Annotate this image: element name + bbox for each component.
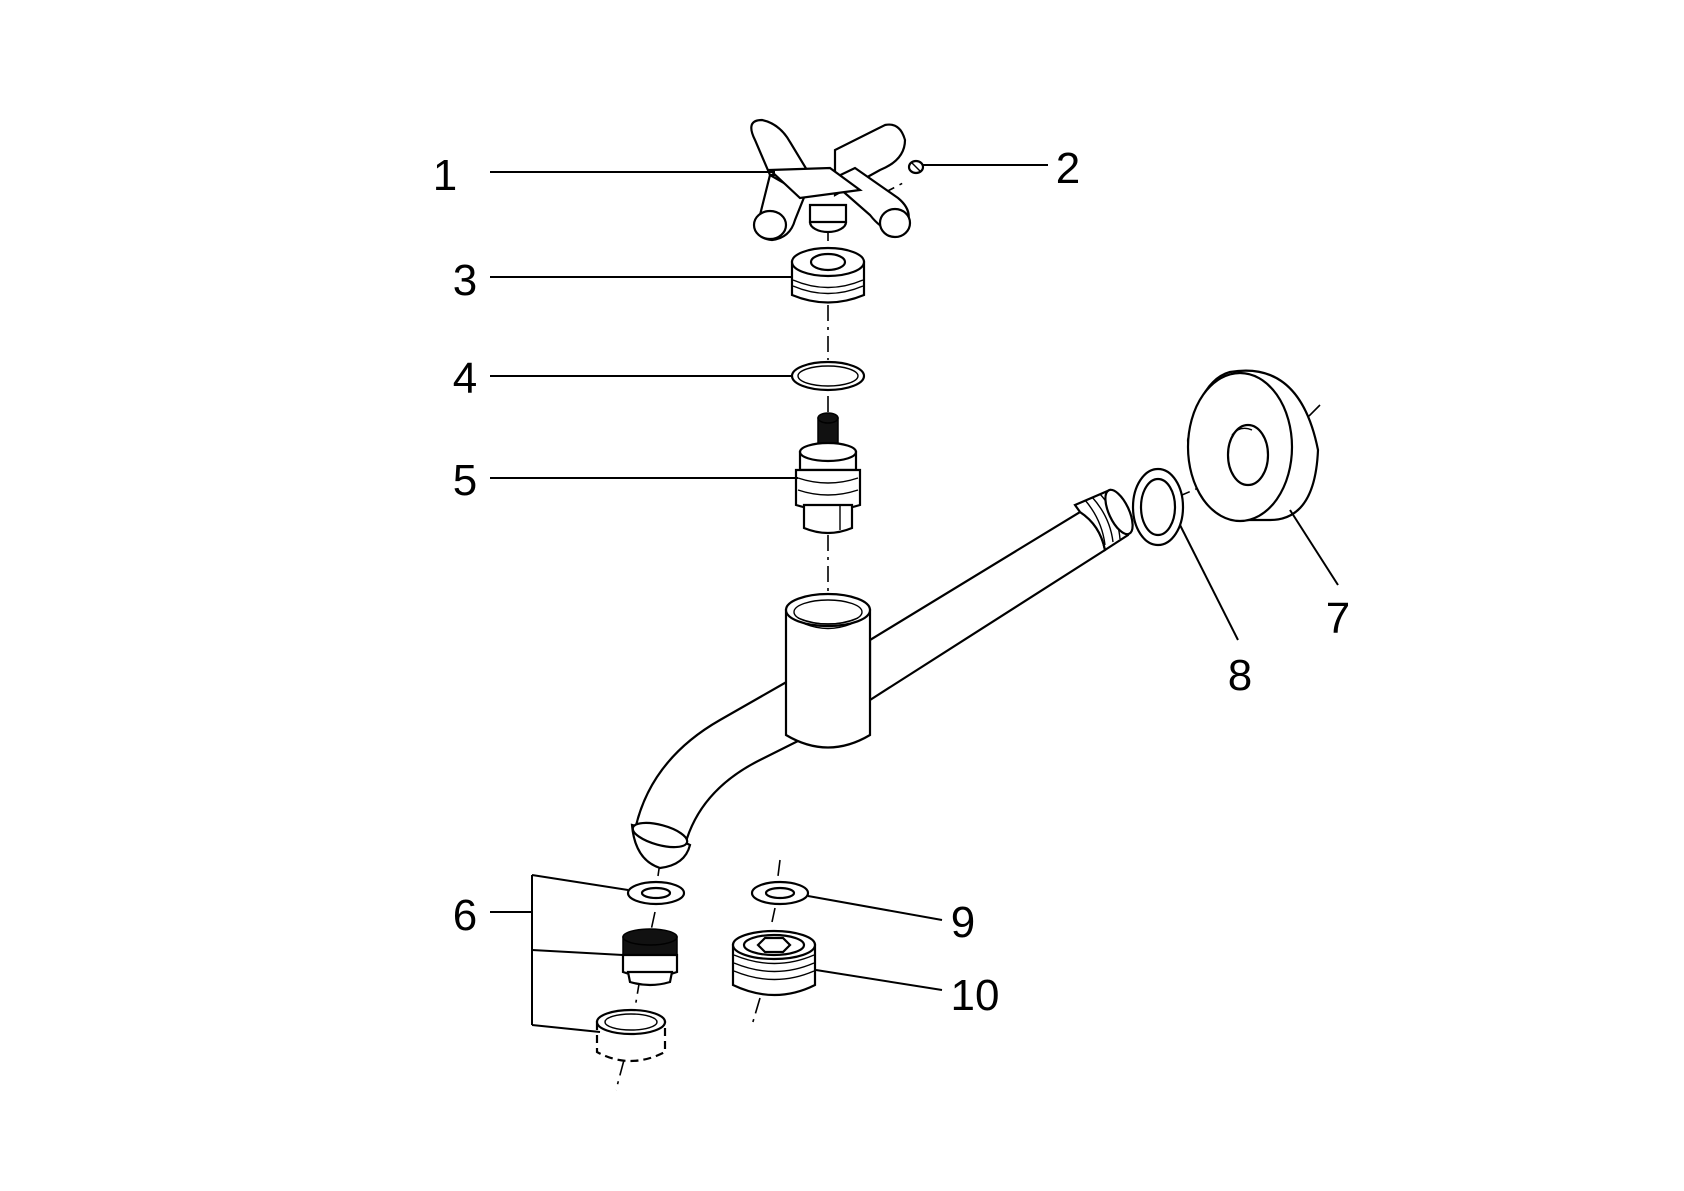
callout-label-9: 9 (951, 898, 975, 947)
callout-label-7: 7 (1326, 594, 1350, 643)
callout-label-6: 6 (453, 891, 477, 940)
callout-label-10: 10 (951, 971, 1000, 1020)
cross-handle-part (750, 118, 912, 242)
grub-screw-part (907, 159, 925, 175)
valve-cartridge-part (794, 412, 862, 535)
faucet-body-part (630, 488, 1134, 870)
leader-lines (490, 164, 1339, 1033)
callout-label-3: 3 (453, 256, 477, 305)
flange-washer-part (1131, 467, 1185, 547)
wall-flange-part (1186, 369, 1320, 523)
hose-adapter-part (731, 929, 817, 997)
callout-label-1: 1 (433, 151, 457, 200)
callout-label-4: 4 (453, 354, 477, 403)
o-ring-part (790, 360, 866, 392)
aerator-set-part (595, 880, 686, 1062)
callout-label-8: 8 (1228, 651, 1252, 700)
washer-part (750, 880, 810, 906)
callout-label-5: 5 (453, 456, 477, 505)
cover-sleeve-part (790, 246, 866, 304)
callout-label-2: 2 (1056, 144, 1080, 193)
callout-labels: 1 2 3 4 5 6 7 8 9 10 (433, 144, 1350, 1020)
